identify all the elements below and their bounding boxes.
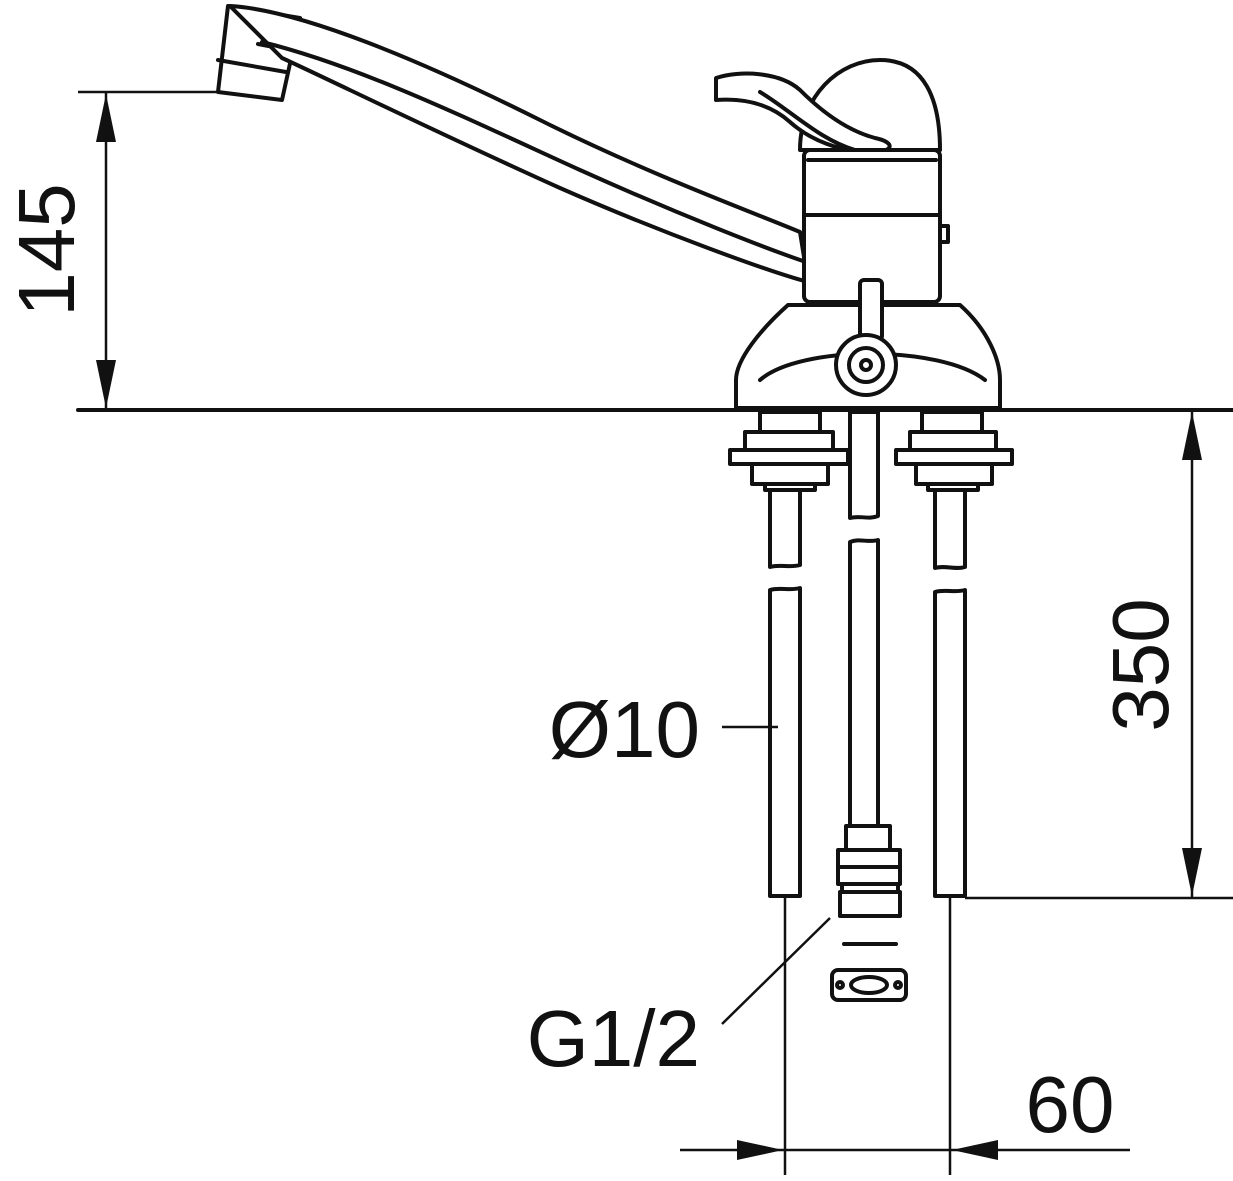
dim-hose-length: 350	[1096, 598, 1185, 731]
dim-spout-height: 145	[2, 183, 91, 316]
spout	[216, 4, 810, 284]
dimension-60: 60	[680, 898, 1130, 1175]
dimension-350: 350	[965, 410, 1233, 900]
dim-hose-diameter: Ø10	[549, 685, 700, 774]
dimension-145: 145	[2, 90, 218, 410]
dim-hose-spacing: 60	[1026, 1060, 1115, 1149]
right-fitting	[894, 410, 1014, 492]
dimension-thread: G1/2	[527, 917, 831, 1083]
left-hose	[768, 488, 802, 898]
faucet-base	[734, 278, 1002, 410]
right-hose	[933, 488, 967, 898]
dimension-diameter: Ø10	[549, 685, 778, 774]
center-hose	[848, 410, 880, 828]
faucet-body	[714, 58, 950, 304]
left-fitting	[728, 410, 850, 492]
g12-connector	[830, 824, 908, 1002]
dim-thread-size: G1/2	[527, 994, 700, 1083]
